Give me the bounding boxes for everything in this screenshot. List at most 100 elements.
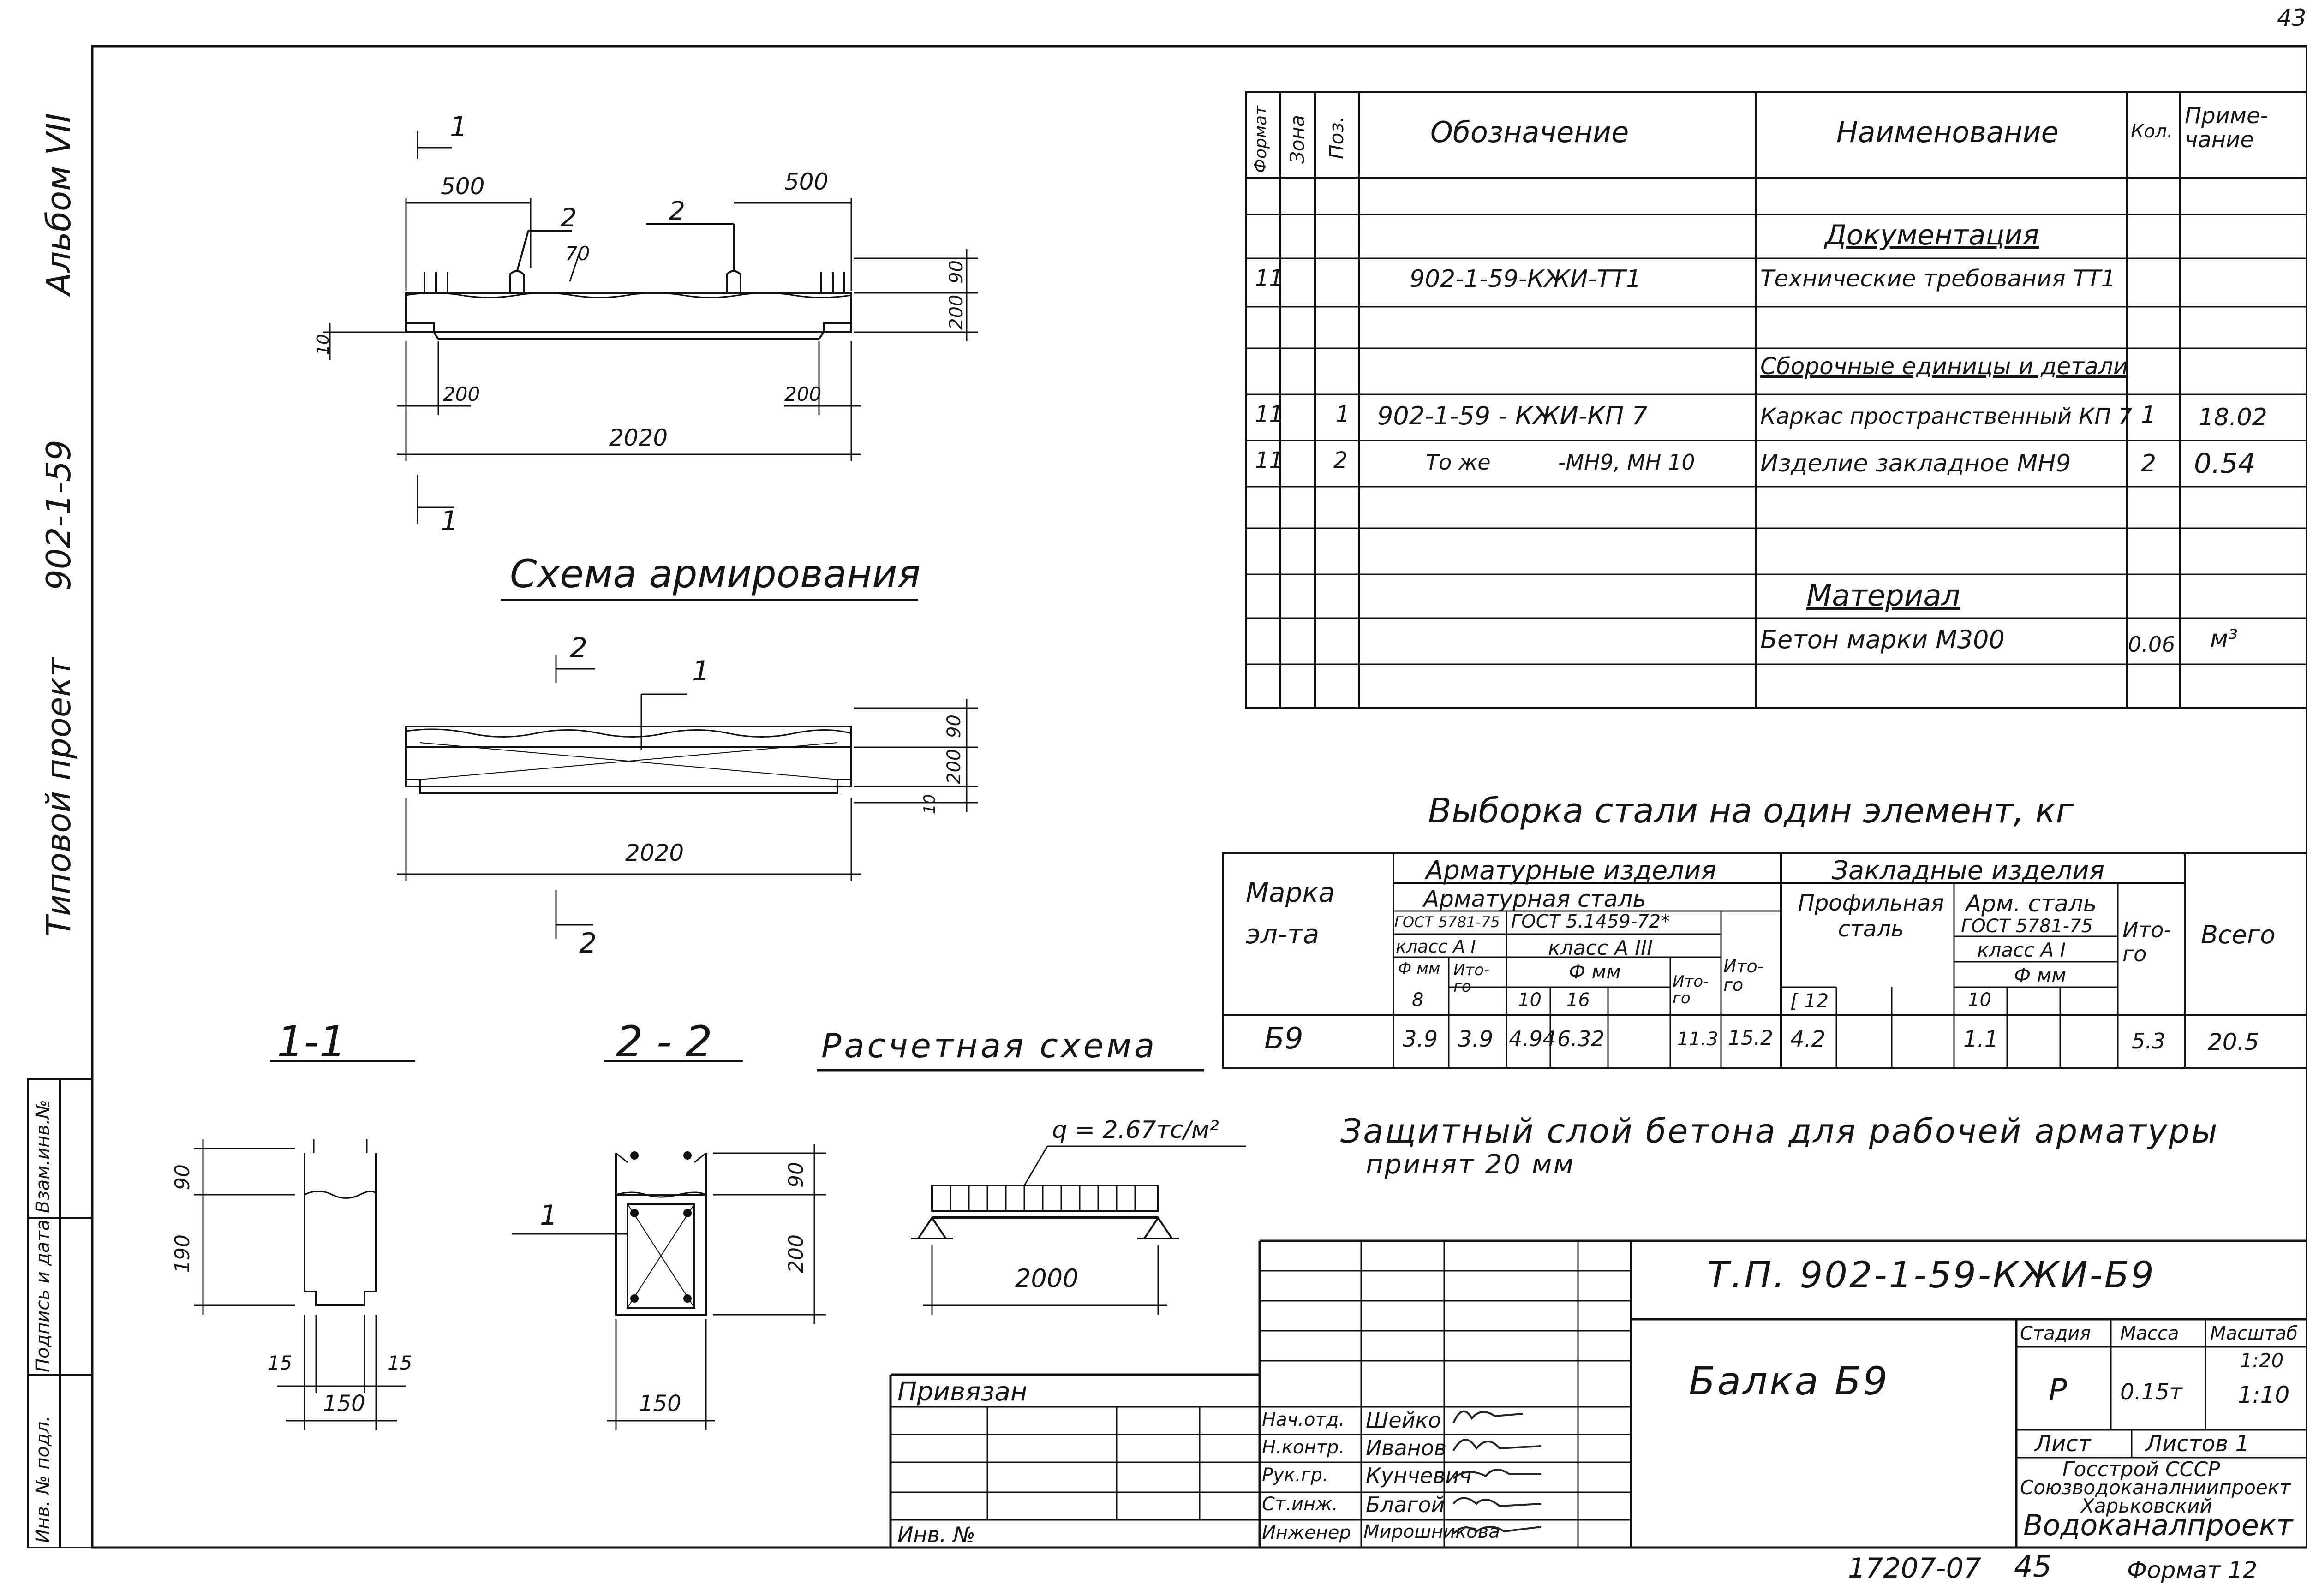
elev-dim-500-left: 500 [441,173,485,200]
steel-row-a1-total: 3.9 [1458,1026,1494,1052]
elev-dim-200-left: 200 [443,383,480,405]
steel-embedded: Закладные изделия [1832,856,2105,886]
s22-pos-1: 1 [540,1199,558,1232]
stage-label: Стадия [2020,1323,2091,1344]
s11-dim-15-left: 15 [268,1352,293,1374]
spec-header-designation: Обозначение [1430,115,1629,149]
sheets-label: Листов 1 [2146,1431,2250,1457]
org-line-3: Харьковский [2081,1495,2212,1517]
steel-row-emb-10: 1.1 [1963,1026,1999,1052]
protective-layer-note-line2: принят 20 мм [1366,1149,1575,1180]
stage-value: Р [2049,1372,2067,1408]
steel-class-a3: класс А III [1548,936,1653,960]
privyazan-label: Привязан [897,1377,1028,1407]
spec-row-qty: 0.06 [2128,632,2176,657]
calc-load-label: q = 2.67тс/м² [1052,1116,1219,1144]
steel-d8: 8 [1412,989,1424,1011]
scheme-title: Схема армирования [510,551,921,596]
org-line-1: Госстрой СССР [2062,1458,2220,1481]
calc-span-dim: 2000 [1015,1264,1079,1293]
org-line-4: Водоканалпроект [2023,1508,2293,1542]
elev-dim-500-right: 500 [784,168,829,195]
steel-row-reinf-total: 15.2 [1728,1026,1773,1050]
spec-row-qty: 1 [2141,401,2157,429]
elev-section-mark-bottom: 1 [441,505,459,537]
corner-page-number: 43 [2277,5,2307,31]
spec-row-qty: 2 [2141,450,2157,477]
elev-dim-70: 70 [565,242,590,265]
steel-d10-emb: 10 [1968,989,1991,1011]
staff-name: Иванов [1366,1435,1447,1460]
spec-heading-assemblies: Сборочные единицы и детали [1760,353,2128,380]
steel-profile: Профильная сталь [1798,890,1944,942]
steel-phi-mm: Ф мм [1398,959,1440,978]
steel-row-emb-total: 5.3 [2132,1029,2166,1054]
steel-row-a1-8: 3.9 [1403,1026,1438,1052]
s11-dim-150: 150 [323,1391,365,1417]
staff-name: Благой [1366,1492,1445,1517]
plan-dim-2020: 2020 [625,840,684,866]
sheet-label: Лист [2035,1431,2091,1457]
archive-number: 17207-07 [1848,1552,1981,1584]
steel-row-a3-10: 4.94 [1509,1026,1556,1051]
spec-row-note: 18.02 [2199,404,2267,431]
section-2-2-title: 2 - 2 [616,1017,712,1066]
spec-heading-material: Материал [1806,579,1960,613]
spec-row-name: Бетон марки М300 [1760,625,2005,654]
steel-class-emb: класс А I [1977,939,2066,961]
spec-row-designation: То же -МН9, МН 10 [1426,450,1695,475]
org-line-2: Союзводоканалниипроект [2020,1476,2291,1499]
section-1-1-title: 1-1 [277,1017,347,1066]
plan-pos-1: 1 [692,655,710,687]
mass-value: 0.15т [2120,1379,2182,1405]
steel-c12: [ 12 [1790,989,1829,1012]
staff-role: Ст.инж. [1262,1494,1338,1515]
steel-total-emb: Ито-го [2122,917,2171,966]
s22-dim-150: 150 [639,1391,681,1417]
spec-header-note: Приме-чание [2185,103,2268,153]
spec-heading-documentation: Документация [1825,219,2039,251]
elev-dim-2020: 2020 [609,424,668,451]
steel-row-a3-total: 11.3 [1677,1029,1719,1050]
spec-row-designation: 902-1-59-КЖИ-ТТ1 [1410,265,1641,293]
steel-row-mark: Б9 [1264,1022,1303,1056]
spec-row-pos: 1 [1336,401,1350,427]
spec-row-format: 11 [1255,447,1284,473]
title-block-name: Балка Б9 [1689,1358,1889,1404]
scale-label: Масштаб [2210,1323,2298,1344]
spec-row-note: м³ [2210,625,2238,653]
elev-dim-200-right: 200 [784,383,822,405]
spec-row-format: 11 [1255,265,1284,291]
staff-role: Нач.отд. [1262,1409,1345,1430]
steel-grand-total: Всего [2201,920,2276,949]
steel-row-all-total: 20.5 [2208,1029,2259,1055]
steel-phi-mm-a3: Ф мм [1569,960,1621,983]
staff-name: Кунчевич [1366,1463,1472,1488]
steel-arm-steel: Арм. сталь [1966,890,2097,917]
steel-gost-emb: ГОСТ 5781-75 [1961,916,2093,937]
mass-label: Масса [2120,1323,2179,1344]
steel-d16: 16 [1566,989,1590,1011]
protective-layer-note-line1: Защитный слой бетона для рабочей арматур… [1340,1112,2219,1150]
spec-row-name: Технические требования ТТ1 [1760,265,2116,292]
steel-total-a1: Ито-го [1453,961,1490,996]
title-block-code: Т.П. 902-1-59-КЖИ-Б9 [1707,1255,2156,1296]
sheet-number: 45 [2014,1550,2052,1584]
elev-section-mark: 1 [450,111,468,143]
elev-pos-2-right: 2 [669,196,685,226]
spec-row-format: 11 [1255,401,1284,427]
steel-row-a3-16: 6.32 [1557,1026,1605,1051]
spec-row-designation: 902-1-59 - КЖИ-КП 7 [1377,401,1648,430]
spec-row-note: 0.54 [2194,447,2256,480]
steel-reinf-items: Арматурные изделия [1426,856,1717,886]
plan-section-mark-top: 2 [570,632,588,664]
plan-section-mark-bottom: 2 [579,927,597,959]
scale-value-1: 1:20 [2240,1349,2284,1372]
spec-header-qty: Кол. [2131,121,2173,142]
steel-gost-a1: ГОСТ 5781-75 [1394,913,1500,931]
format-label: Формат 12 [2127,1557,2258,1584]
calc-scheme-title: Расчетная схема [821,1026,1158,1065]
s11-dim-15-right: 15 [388,1352,412,1374]
